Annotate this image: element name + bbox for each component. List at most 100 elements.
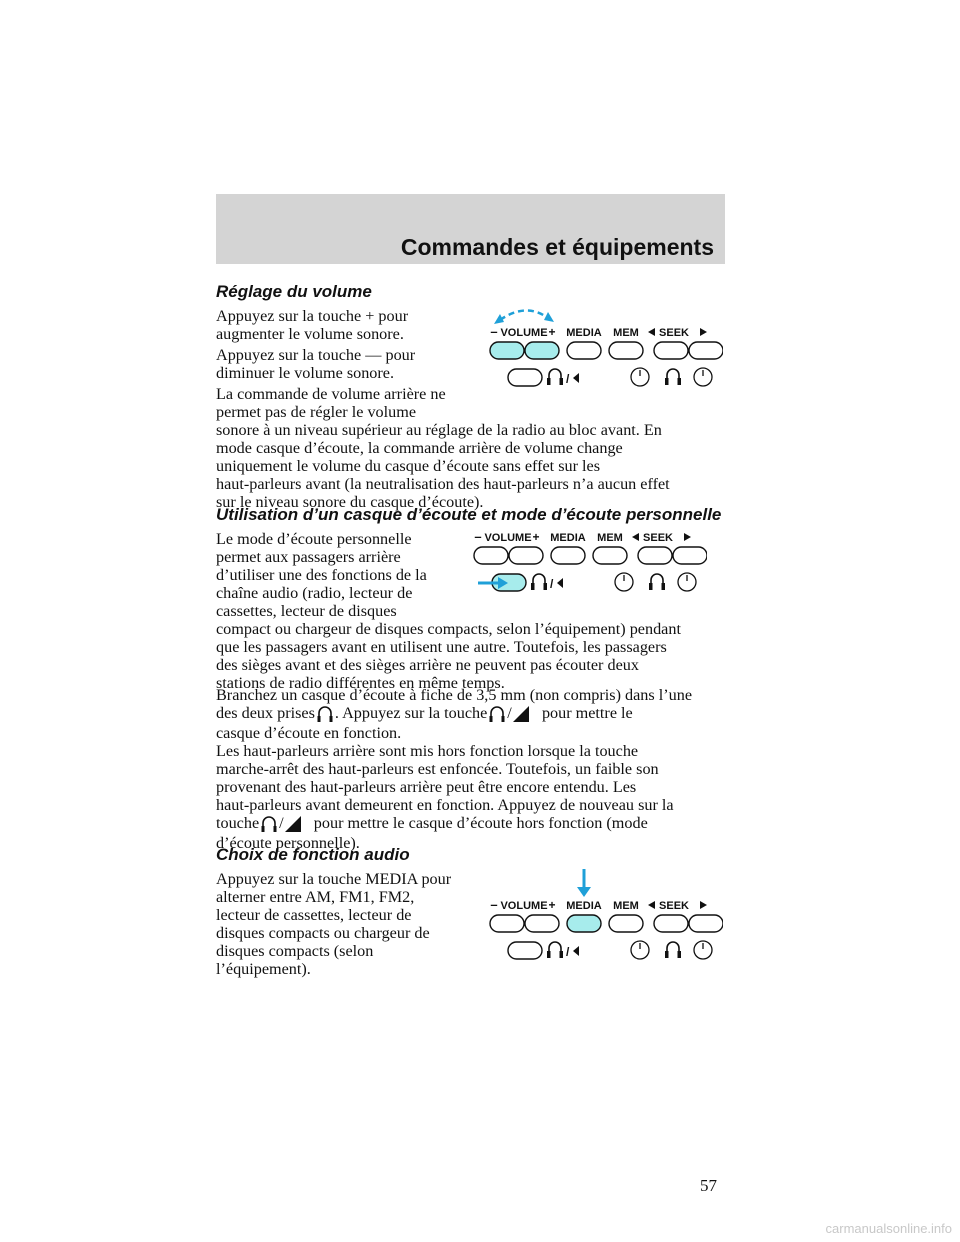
seek-down-button [637,546,673,565]
media-label: MEDIA [566,900,602,912]
para-plug-headphones: Branchez un casque d’écoute à fiche de 3… [216,686,693,743]
header-bar [216,194,725,264]
volume-label: VOLUME [500,900,547,912]
volume-knob [614,572,634,592]
rear-audio-panel-media: –VOLUME+ MEDIA MEM SEEK / [489,869,723,960]
headphone-cup-right [543,583,547,590]
mem-label: MEM [597,532,623,544]
headphone-cup-right [677,951,681,958]
volume-knob [693,940,713,960]
headphone-cup-left [547,378,551,385]
volume-knob [677,572,697,592]
headphone-cup-right [677,378,681,385]
volume-up-button [508,546,544,565]
seek-left-icon [632,533,639,541]
seek-down-button [653,914,689,933]
rear-audio-panel-headphones: –VOLUME+ MEDIA MEM SEEK / [473,529,707,592]
headphone-cup-left [547,951,551,958]
seek-label: SEEK [659,327,689,339]
volume-arrow [499,309,549,322]
volume-down-button [489,341,525,360]
seek-left-icon [648,901,655,909]
mem-button [608,341,644,360]
volume-plus-label: + [548,325,555,339]
mem-button [592,546,628,565]
headphone-cup-left [665,951,669,958]
headphone-mode-button [507,941,543,960]
headphone-icon [261,816,277,833]
para-speakers-off: Les haut-parleurs arrière sont mis hors … [216,742,674,853]
media-button [550,546,586,565]
volume-arrow-head-right [544,312,554,322]
volume-minus-label: – [474,529,481,544]
headphone-icon [548,941,562,954]
volume-label: VOLUME [484,532,531,544]
media-label: MEDIA [550,532,586,544]
headphone-icon [666,368,680,381]
seek-up-button [688,914,723,933]
media-button [566,914,602,933]
headphone-mode-button [507,368,543,387]
mute-icon [557,578,563,588]
page-number: 57 [700,1176,717,1195]
headphone-icon [532,573,546,586]
headphone-icon [666,941,680,954]
headphone-cup-right [559,378,563,385]
mute-icon [573,946,579,956]
slash-glyph: / [566,945,570,959]
volume-down-button [489,914,525,933]
heading-volume: Réglage du volume [216,282,372,301]
seek-up-button [688,341,723,360]
volume-plus-label: + [532,530,539,544]
volume-arrow-head-left [494,314,504,324]
slash-glyph: / [550,577,554,591]
slash-glyph: / [566,372,570,386]
volume-label: VOLUME [500,327,547,339]
seek-right-icon [700,328,707,336]
headphone-arrow-head [498,577,508,589]
heading-headphones: Utilisation d’un casque d’écoute et mode… [216,505,722,524]
seek-label: SEEK [659,900,689,912]
watermark: carmanualsonline.info [825,1221,952,1236]
heading-audio-function: Choix de fonction audio [216,845,410,864]
volume-knob [693,367,713,387]
mem-button [608,914,644,933]
headphone-cup-left [531,583,535,590]
headphone-cup-left [665,378,669,385]
seek-left-icon [648,328,655,336]
volume-minus-label: – [490,324,497,339]
headphone-icon [650,573,664,586]
volume-down-button [473,546,509,565]
headphone-jack-icon [317,706,333,723]
volume-up-button [524,341,560,360]
volume-minus-label: – [490,897,497,912]
seek-up-button [672,546,707,565]
seek-down-button [653,341,689,360]
mute-icon [573,373,579,383]
headphone-cup-right [559,951,563,958]
volume-knob [630,367,650,387]
speaker-mute-icon [284,816,301,833]
volume-up-button [524,914,560,933]
mem-label: MEM [613,327,639,339]
page-title: Commandes et équipements [400,234,714,260]
seek-right-icon [684,533,691,541]
volume-plus-label: + [548,898,555,912]
seek-right-icon [700,901,707,909]
headphone-icon [489,706,505,723]
media-label: MEDIA [566,327,602,339]
headphone-cup-left [649,583,653,590]
headphone-icon [548,368,562,381]
speaker-mute-icon [512,706,529,723]
media-button [566,341,602,360]
mem-label: MEM [613,900,639,912]
seek-label: SEEK [643,532,673,544]
rear-audio-panel-volume: –VOLUME+ MEDIA MEM SEEK / [489,309,723,387]
headphone-cup-right [661,583,665,590]
volume-knob [630,940,650,960]
